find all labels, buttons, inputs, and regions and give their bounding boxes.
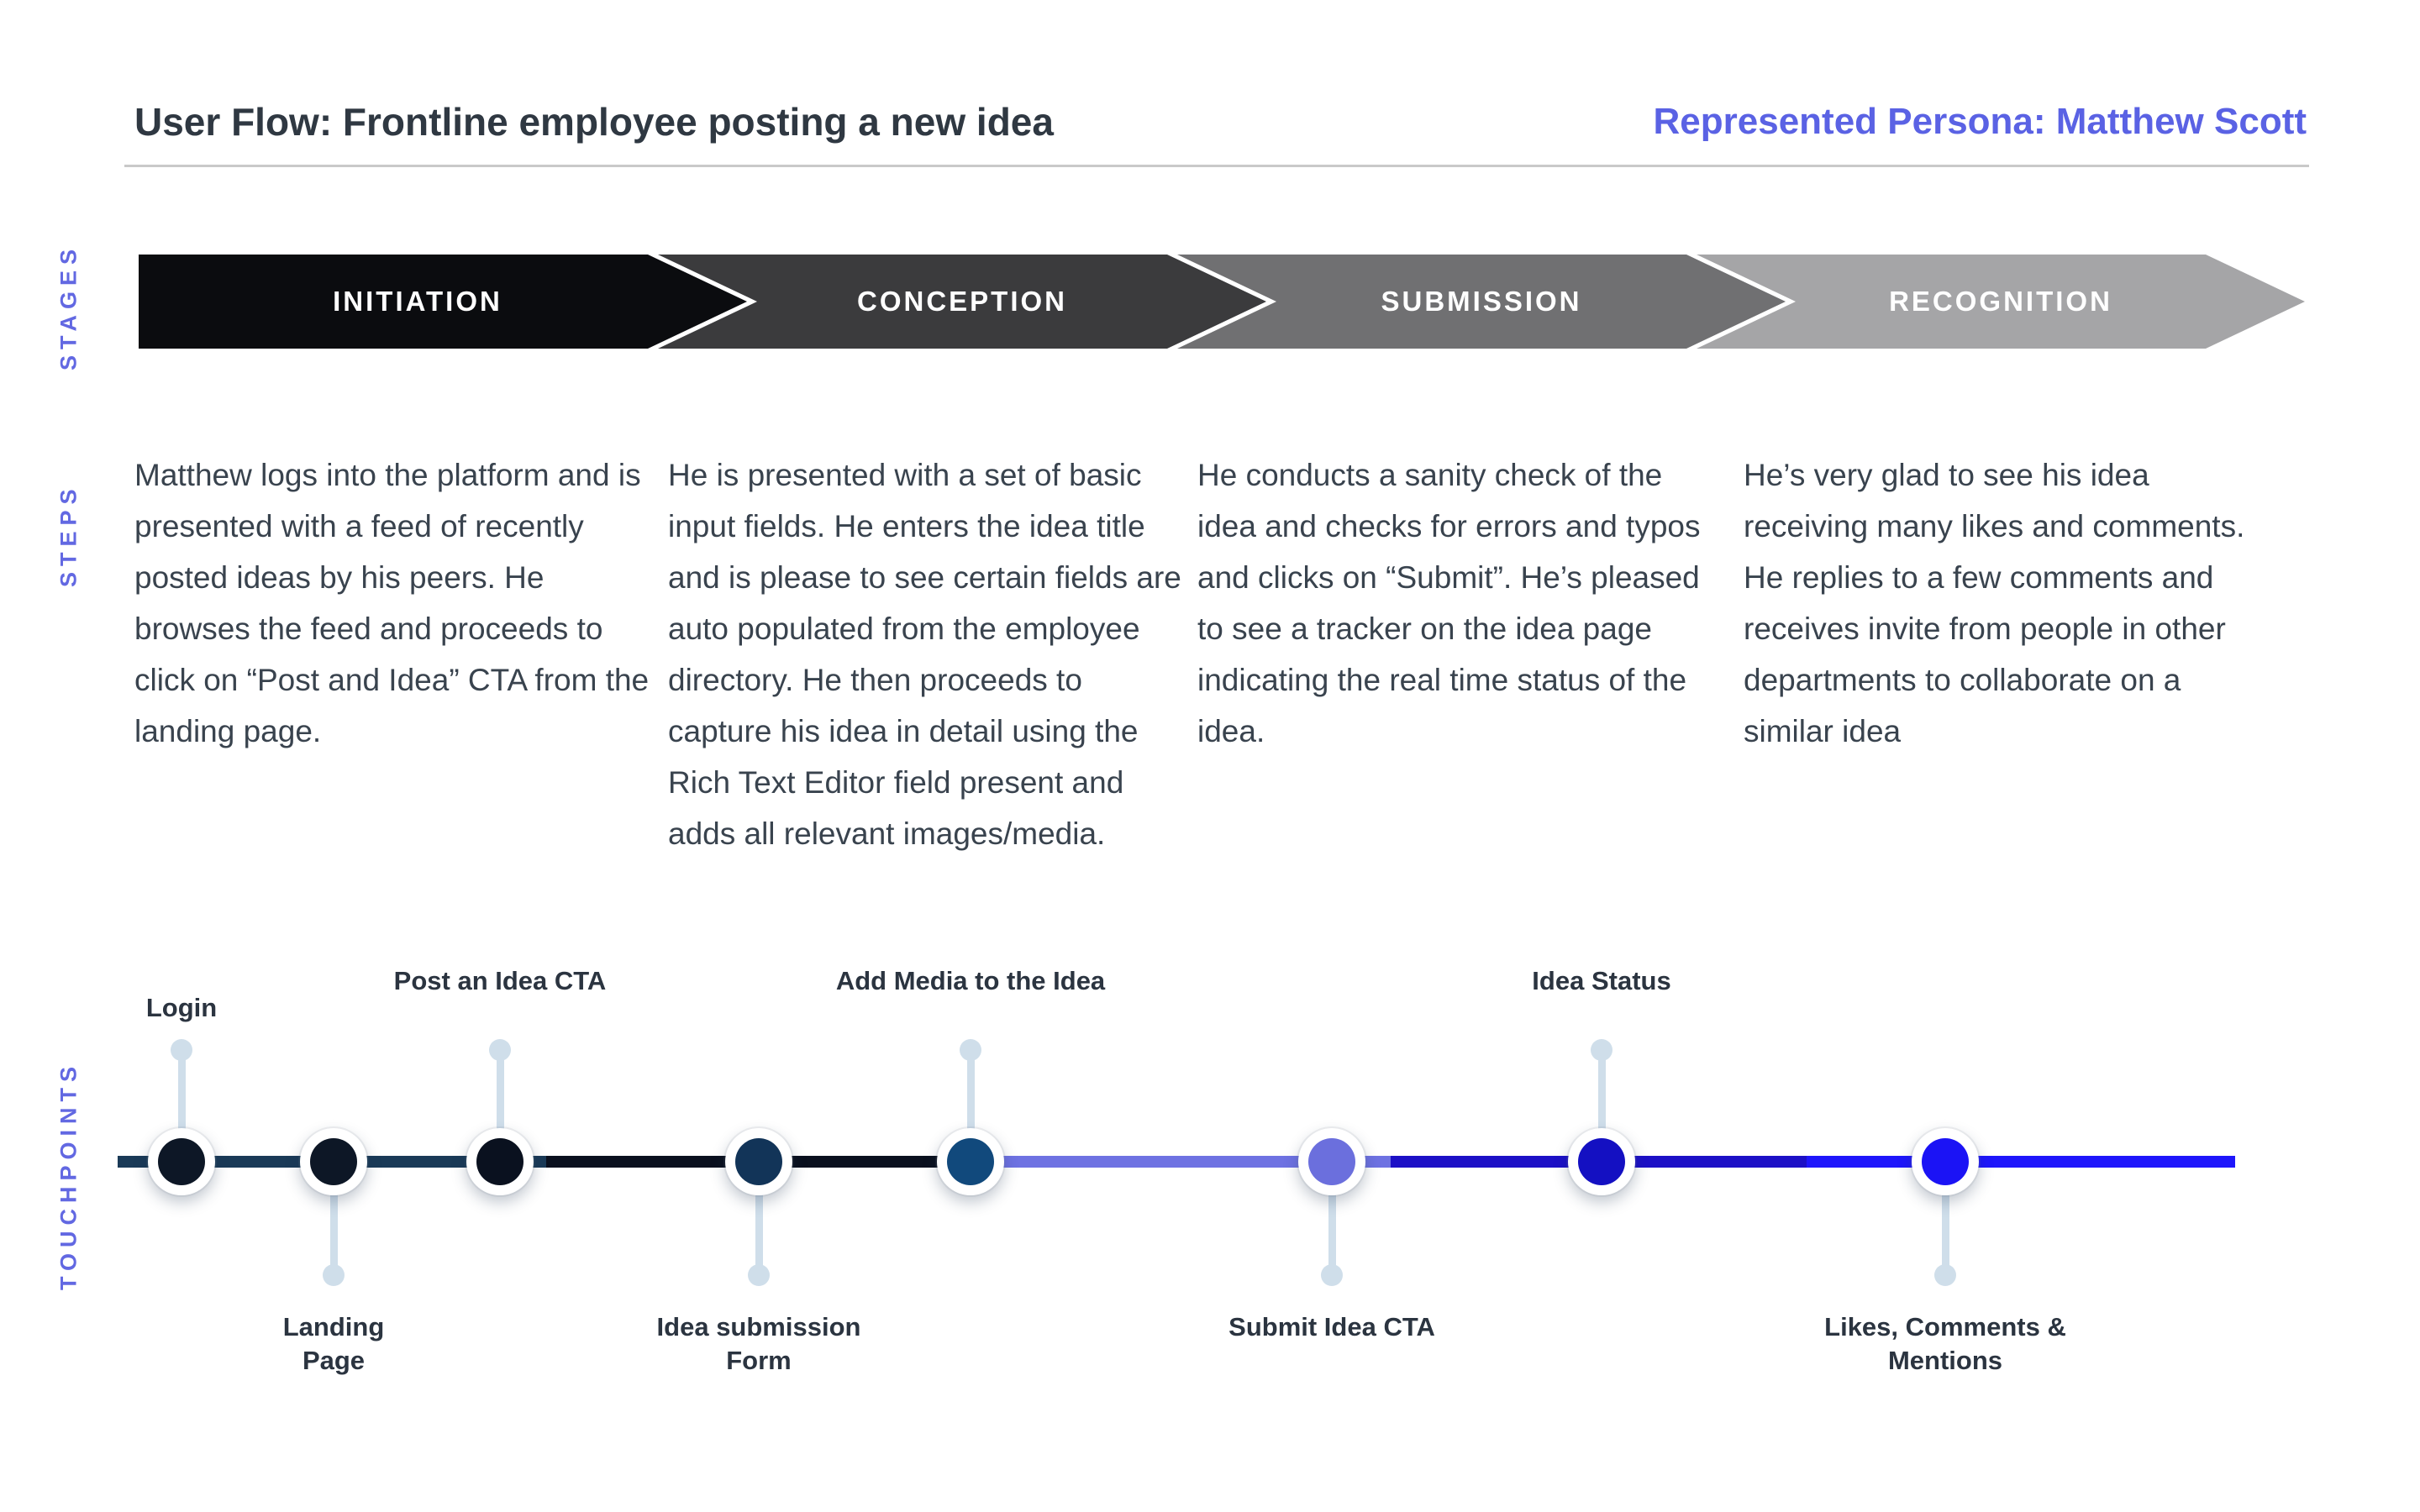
touchpoint-label: Landing Page xyxy=(282,1312,385,1375)
touchpoint-stem xyxy=(755,1162,763,1275)
stages-banner: INITIATION CONCEPTION SUBMISSION RECOGNI… xyxy=(139,255,2305,349)
touchpoint-stem-knob xyxy=(489,1039,511,1061)
touchpoint-ring xyxy=(1298,1128,1365,1195)
touchpoint-stem-knob xyxy=(1321,1264,1343,1286)
touchpoint-stem-knob xyxy=(1591,1039,1612,1061)
side-label-stages: STAGES xyxy=(55,244,82,371)
touchpoint-stem-knob xyxy=(323,1264,345,1286)
touchpoint-label: Submit Idea CTA xyxy=(1228,1312,1435,1341)
touchpoint-ring xyxy=(1912,1128,1979,1195)
touchpoint-stem xyxy=(1328,1162,1336,1275)
touchpoint-dot xyxy=(1578,1138,1625,1185)
touchpoint-label: Add Media to the Idea xyxy=(835,966,1106,995)
stage-label: INITIATION xyxy=(333,286,502,317)
header-divider xyxy=(124,165,2309,167)
touchpoint-dot xyxy=(310,1138,357,1185)
touchpoint-ring xyxy=(1568,1128,1635,1195)
step-text-initiation: Matthew logs into the platform and is pr… xyxy=(134,458,650,748)
stage-arrow-submission: SUBMISSION xyxy=(1177,255,1786,349)
timeline-segment-2 xyxy=(975,1156,1391,1168)
touchpoint-dot xyxy=(1922,1138,1969,1185)
stage-arrow-conception: CONCEPTION xyxy=(658,255,1266,349)
persona-heading: Represented Persona: Matthew Scott xyxy=(1653,101,2307,142)
stage-arrow-recognition: RECOGNITION xyxy=(1697,255,2305,349)
touchpoint-ring xyxy=(148,1128,215,1195)
touchpoint-label: Login xyxy=(145,993,218,1022)
touchpoint-dot xyxy=(476,1138,523,1185)
touchpoint-stem xyxy=(178,1050,186,1162)
touchpoint-stem xyxy=(330,1162,338,1275)
touchpoint-dot xyxy=(735,1138,782,1185)
stage-label: SUBMISSION xyxy=(1381,286,1582,317)
touchpoint-ring xyxy=(466,1128,534,1195)
touchpoint-label: Idea submission Form xyxy=(656,1312,861,1375)
stage-arrow-initiation: INITIATION xyxy=(139,255,747,349)
timeline-segment-4 xyxy=(1807,1156,2235,1168)
touchpoint-dot xyxy=(158,1138,205,1185)
touchpoint-stem xyxy=(1942,1162,1949,1275)
step-text-recognition: He’s very glad to see his idea receiving… xyxy=(1744,458,2245,748)
step-text-submission: He conducts a sanity check of the idea a… xyxy=(1197,458,1701,748)
touchpoint-stem xyxy=(497,1050,504,1162)
touchpoint-stem-knob xyxy=(1934,1264,1956,1286)
touchpoint-dot xyxy=(1308,1138,1355,1185)
touchpoint-ring xyxy=(300,1128,367,1195)
touchpoint-ring xyxy=(937,1128,1004,1195)
step-text-conception: He is presented with a set of basic inpu… xyxy=(668,458,1181,851)
touchpoint-label: Idea Status xyxy=(1532,966,1671,995)
touchpoint-stem-knob xyxy=(748,1264,770,1286)
touchpoint-stem xyxy=(967,1050,975,1162)
touchpoint-dot xyxy=(947,1138,994,1185)
stage-label: CONCEPTION xyxy=(856,286,1067,317)
stage-label: RECOGNITION xyxy=(1889,286,2112,317)
side-label-touchpoints: TOUCHPOINTS xyxy=(55,1060,82,1290)
touchpoint-ring xyxy=(725,1128,792,1195)
touchpoint-stem-knob xyxy=(960,1039,981,1061)
side-label-steps: STEPS xyxy=(55,483,82,588)
touchpoint-stem xyxy=(1598,1050,1606,1162)
touchpoint-label: Likes, Comments & Mentions xyxy=(1824,1312,2066,1375)
page-title: User Flow: Frontline employee posting a … xyxy=(134,100,1054,144)
touchpoint-label: Post an Idea CTA xyxy=(393,966,607,995)
touchpoint-stem-knob xyxy=(171,1039,192,1061)
